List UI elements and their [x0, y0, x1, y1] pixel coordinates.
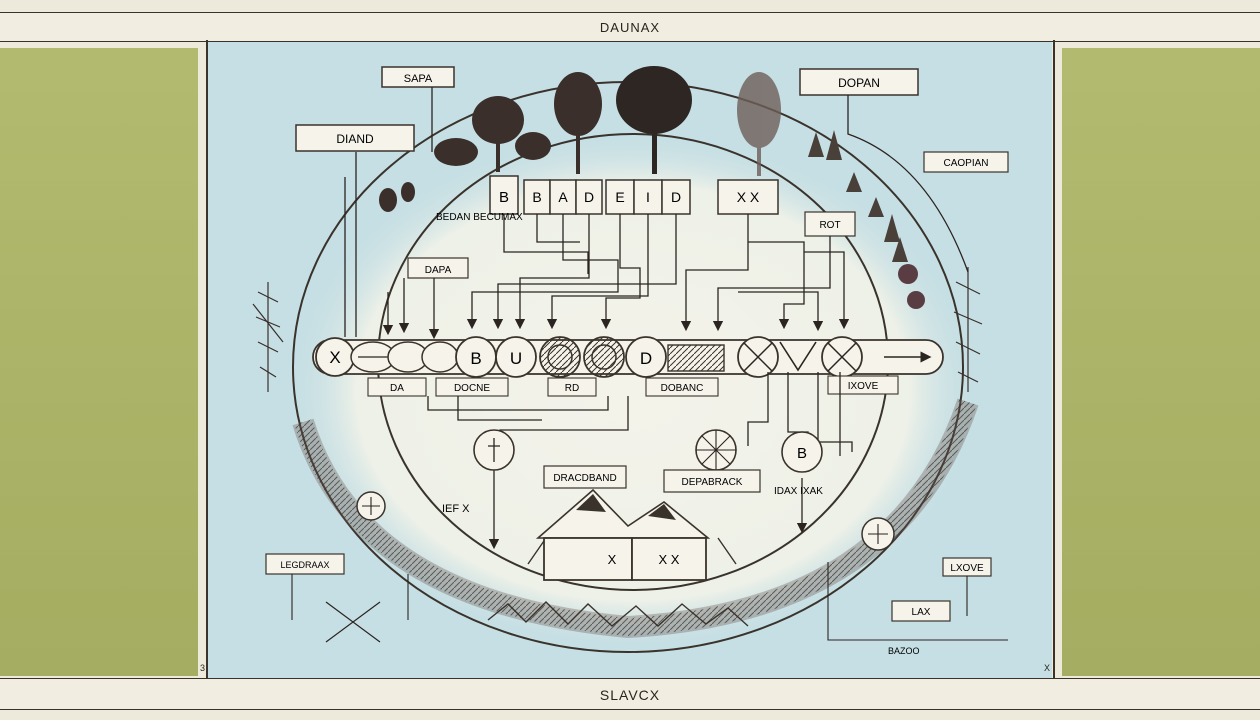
mountain-box: X X X	[543, 537, 707, 581]
ring-symbol	[356, 491, 386, 521]
left-divider	[206, 40, 208, 678]
svg-text:X: X	[608, 552, 617, 567]
tree-icon	[737, 72, 781, 176]
svg-text:B: B	[470, 349, 481, 368]
flow-node-d: D	[625, 336, 667, 378]
svg-text:SAPA: SAPA	[404, 73, 433, 85]
flow-node-x: X	[315, 337, 355, 377]
callout-lax: LAX	[891, 600, 951, 622]
svg-text:DIAND: DIAND	[336, 132, 374, 146]
svg-text:RD: RD	[565, 383, 579, 394]
corner-mark-right: X	[1044, 663, 1051, 673]
callout-dopan: DOPAN	[799, 68, 969, 273]
callout-sapa: SAPA	[381, 66, 455, 152]
label-depabrack: DEPABRACK	[663, 469, 761, 493]
svg-text:DOBANC: DOBANC	[661, 383, 704, 394]
svg-text:LXOVE: LXOVE	[950, 563, 984, 574]
svg-text:X X: X X	[737, 189, 760, 205]
top-letter-row: B B A D E I D X X	[489, 175, 779, 215]
callout-diand: DIAND	[295, 124, 415, 337]
shrub-icon	[252, 267, 983, 392]
flow-node-cross	[737, 336, 779, 378]
svg-text:DA: DA	[390, 383, 404, 394]
svg-text:B: B	[532, 189, 541, 205]
flow-node-pattern	[583, 336, 625, 378]
svg-text:D: D	[671, 189, 681, 205]
flow-node-cross	[821, 336, 863, 378]
flow-node-pattern	[539, 336, 581, 378]
flow-arrow-pair	[350, 341, 459, 373]
right-color-panel	[1062, 48, 1260, 676]
tree-icon	[616, 66, 692, 174]
svg-text:B: B	[499, 189, 509, 206]
wheel-symbol	[695, 429, 737, 471]
shrub-icon	[898, 264, 925, 309]
under-flow-labels: DA DOCNE RD DOBANC IXOVE	[367, 375, 899, 397]
svg-text:LAX: LAX	[912, 607, 931, 618]
svg-text:DEPABRACK: DEPABRACK	[682, 477, 743, 488]
label-bedan: BEDAN BECUMAX	[436, 212, 523, 223]
flow-row: X B U D	[312, 336, 944, 378]
svg-text:X X: X X	[659, 552, 680, 567]
tree-icon	[379, 132, 551, 212]
ring-symbol	[861, 517, 895, 551]
svg-text:DOCNE: DOCNE	[454, 383, 490, 394]
pine-tree-icon	[808, 130, 908, 262]
legend-callout: LEGDRAAX	[265, 553, 409, 643]
bottom-title-bar: SLAVCX	[0, 678, 1260, 710]
flow-hatched-block	[667, 344, 725, 372]
svg-text:DAPA: DAPA	[425, 265, 452, 276]
top-title-bar: DAUNAX	[0, 12, 1260, 42]
corner-mark-left: 3	[200, 663, 206, 673]
label-dapa: DAPA	[407, 257, 469, 279]
person-symbol	[473, 429, 515, 471]
callout-lxove: LXOVE	[942, 557, 992, 616]
ridge-icon	[487, 601, 749, 627]
svg-text:D: D	[640, 349, 652, 368]
diagram-panel: SAPA DIAND DOPAN CAOPIAN B B A D E I D X…	[208, 42, 1052, 678]
svg-text:B: B	[797, 445, 807, 462]
flow-node-b: B	[455, 336, 497, 378]
callout-bazoo: BAZOO	[827, 562, 1008, 656]
ring-texture	[294, 399, 977, 637]
flow-chevron	[779, 341, 817, 372]
svg-text:LEGDRAAX: LEGDRAAX	[280, 560, 329, 570]
tree-icon	[472, 96, 524, 172]
svg-text:U: U	[510, 349, 522, 368]
svg-text:A: A	[558, 189, 568, 205]
tree-icon	[554, 72, 602, 174]
label-ief: IEF X	[442, 503, 470, 515]
label-idax: IDAX IXAK	[774, 486, 823, 497]
svg-text:D: D	[584, 189, 594, 205]
svg-text:I: I	[646, 189, 650, 205]
flow-node-u: U	[495, 336, 537, 378]
page-title: DAUNAX	[599, 20, 661, 35]
svg-text:DOPAN: DOPAN	[838, 76, 880, 90]
right-divider	[1053, 40, 1055, 678]
label-rot: ROT	[804, 211, 856, 237]
callout-caopian: CAOPIAN	[923, 151, 1009, 173]
svg-text:ROT: ROT	[819, 220, 840, 231]
svg-text:IXOVE: IXOVE	[848, 381, 879, 392]
svg-text:BAZOO: BAZOO	[888, 646, 920, 656]
svg-text:X: X	[329, 348, 340, 367]
connector-lines	[382, 214, 850, 340]
svg-text:DRACDBAND: DRACDBAND	[553, 473, 616, 484]
cycle-diagram: SAPA DIAND DOPAN CAOPIAN B B A D E I D X…	[252, 66, 1009, 656]
flow-node-b-small: B	[781, 431, 823, 473]
svg-text:CAOPIAN: CAOPIAN	[943, 158, 988, 169]
left-color-panel	[0, 48, 198, 676]
footer-title: SLAVCX	[599, 687, 661, 703]
label-dracdband: DRACDBAND	[543, 465, 627, 489]
svg-text:E: E	[615, 189, 624, 205]
